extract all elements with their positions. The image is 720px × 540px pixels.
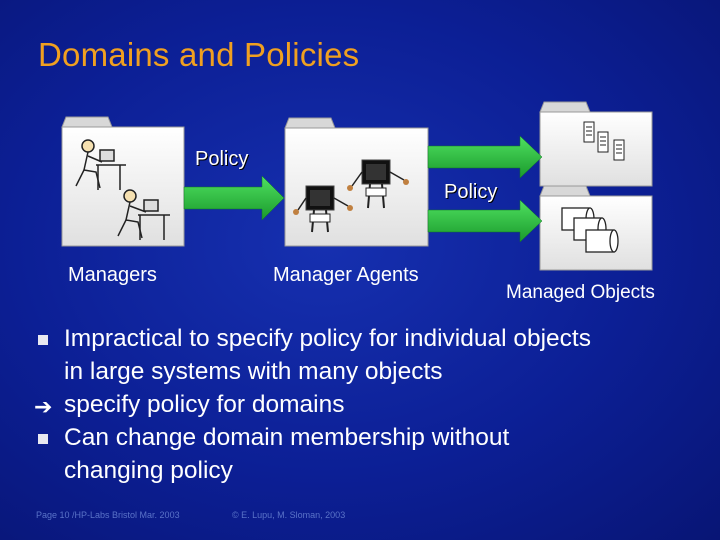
bullet-list: Impractical to specify policy for indivi… xyxy=(34,322,704,487)
manager-agents-folder xyxy=(284,117,429,247)
managed-objects-label: Managed Objects xyxy=(506,282,655,303)
agent-icon xyxy=(347,159,409,209)
footer-copyright: © E. Lupu, M. Sloman, 2003 xyxy=(232,510,346,520)
manager-person-icon xyxy=(75,139,126,190)
arrow-bullet-icon: ➔ xyxy=(34,395,53,420)
server-icon xyxy=(583,121,625,161)
managed-objects-folder xyxy=(539,101,653,187)
policy-label-1: Policy xyxy=(195,148,249,170)
square-bullet-icon xyxy=(38,335,48,345)
managers-label: Managers xyxy=(68,264,157,286)
bullet-item: Impractical to specify policy for indivi… xyxy=(34,322,704,355)
policy-arrow-1 xyxy=(183,175,285,221)
slide-title: Domains and Policies xyxy=(38,36,360,73)
policy-arrow-3 xyxy=(427,199,543,243)
bullet-item: Can change domain membership without xyxy=(34,421,704,454)
footer-page-info: Page 10 /HP-Labs Bristol Mar. 2003 xyxy=(36,510,180,520)
domain-diagram xyxy=(61,101,653,271)
object-cylinder-icon xyxy=(561,207,619,253)
bullet-item: ➔ specify policy for domains xyxy=(34,388,704,421)
policy-label-2: Policy xyxy=(444,181,498,203)
bullet-item-continuation: in large systems with many objects xyxy=(64,358,443,385)
bullet-item-continuation: changing policy xyxy=(64,457,233,484)
square-bullet-icon xyxy=(38,434,48,444)
policy-arrow-2 xyxy=(427,135,543,179)
managers-folder xyxy=(61,116,185,247)
managed-objects-folder xyxy=(539,185,653,271)
agent-icon xyxy=(293,185,353,233)
manager-person-icon xyxy=(117,189,170,240)
manager-agents-label: Manager Agents xyxy=(273,264,419,286)
